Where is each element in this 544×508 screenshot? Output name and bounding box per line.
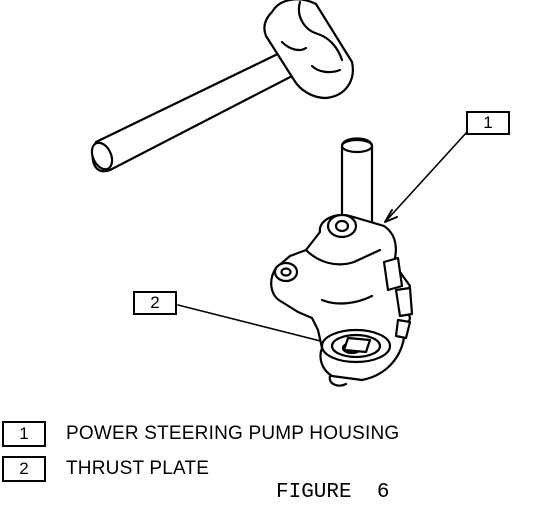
legend-number: 1 — [2, 421, 46, 447]
callout-1: 1 — [466, 111, 510, 135]
figure-label: FIGURE 6 — [276, 481, 390, 504]
power-steering-pump-icon — [270, 137, 414, 387]
legend-number: 2 — [2, 456, 46, 482]
legend-text: THRUST PLATE — [66, 458, 210, 479]
mallet-icon — [90, 0, 354, 173]
legend-item-2: 2 THRUST PLATE — [2, 455, 209, 483]
callout-2: 2 — [133, 291, 177, 315]
leader-line-1 — [384, 131, 468, 223]
legend-item-1: 1 POWER STEERING PUMP HOUSING — [2, 420, 399, 448]
pump-illustration — [90, 0, 468, 387]
legend-text: POWER STEERING PUMP HOUSING — [66, 423, 400, 444]
